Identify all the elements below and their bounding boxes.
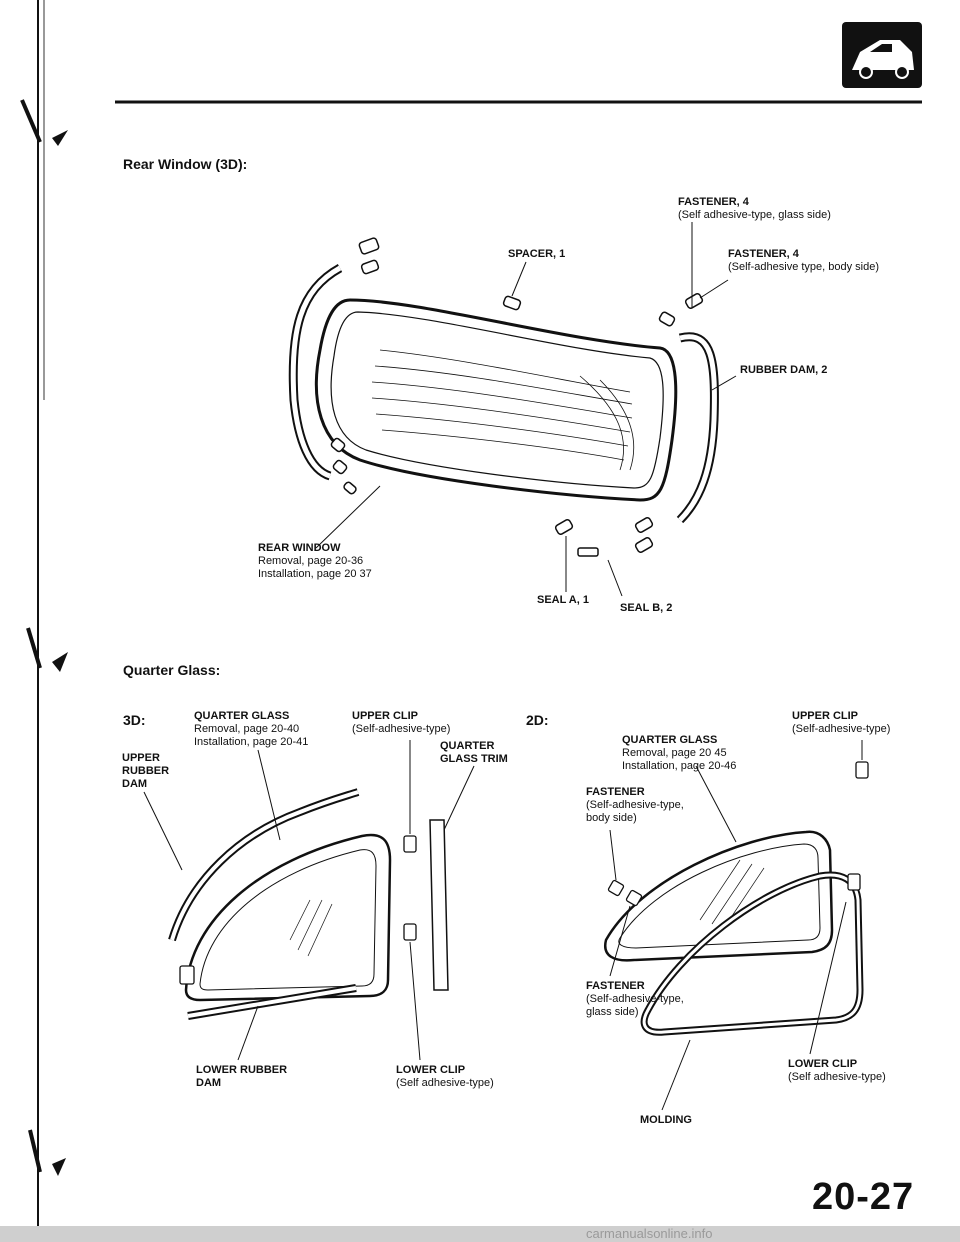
lower-clip-3d-note: (Self adhesive-type) [396, 1077, 494, 1089]
rear-window-label: REAR WINDOW Removal, page 20-36 Installa… [258, 542, 372, 581]
quarter-glass-2d-shape [603, 830, 834, 962]
fastener-2d-glass-name: FASTENER [586, 980, 645, 992]
upper-clip-2d-label: UPPER CLIP (Self-adhesive-type) [792, 710, 890, 736]
fastener-2d-body-note-2: body side) [586, 812, 637, 824]
fastener-2d-body-label: FASTENER (Self-adhesive-type, body side) [586, 786, 684, 825]
quarter-glass-2d-removal: Removal, page 20 45 [622, 747, 727, 759]
quarter-glass-3d-label: QUARTER GLASS Removal, page 20-40 Instal… [194, 710, 308, 749]
binder-arrow [52, 130, 68, 146]
upper-clip-3d-name: UPPER CLIP [352, 710, 419, 722]
watermark: carmanualsonline.info [586, 1226, 713, 1241]
lower-dam-line-1: LOWER RUBBER [196, 1064, 288, 1076]
fastener-2d-body-name: FASTENER [586, 786, 645, 798]
label-3d: 3D: [123, 712, 146, 728]
upper-clip-3d-note: (Self-adhesive-type) [352, 723, 451, 735]
binder-mark [20, 99, 42, 143]
quarter-2d-leader-lines [609, 740, 863, 1111]
car-icon [842, 22, 922, 88]
fastener-glass-side-name: FASTENER, 4 [678, 196, 749, 208]
upper-dam-line-3: DAM [122, 778, 148, 790]
lower-clip-2d-note: (Self adhesive-type) [788, 1071, 886, 1083]
quarter-3d-leader-lines [143, 740, 475, 1061]
quarter-glass-3d-shape [184, 833, 392, 1002]
seal-a-label: SEAL A, 1 [537, 594, 589, 606]
upper-clip-3d-label: UPPER CLIP (Self-adhesive-type) [352, 710, 450, 736]
lower-clip-3d-label: LOWER CLIP (Self adhesive-type) [396, 1064, 494, 1090]
rear-leader-lines [315, 222, 737, 597]
quarter-glass-3d-name: QUARTER GLASS [194, 710, 290, 722]
fastener-glass-side-note: (Self adhesive-type, glass side) [678, 209, 831, 221]
quarter-glass-section-title: Quarter Glass: [123, 662, 221, 678]
fastener-2d-glass-note-1: (Self-adhesive-type, [586, 993, 684, 1005]
quarter-glass-trim-shape [429, 819, 449, 991]
upper-rubber-dam-label: UPPER RUBBER DAM [122, 752, 169, 791]
quarter-glass-2d-label: QUARTER GLASS Removal, page 20 45 Instal… [622, 734, 736, 773]
upper-clip-2d-note: (Self-adhesive-type) [792, 723, 891, 735]
spacer-label: SPACER, 1 [508, 248, 566, 260]
fastener-2d-body-note-1: (Self-adhesive-type, [586, 799, 684, 811]
upper-dam-line-1: UPPER [122, 752, 160, 764]
fastener-body-side-label: FASTENER, 4 (Self-adhesive type, body si… [728, 248, 879, 274]
lower-clip-3d-name: LOWER CLIP [396, 1064, 466, 1076]
quarter-glass-2d-installation: Installation, page 20-46 [622, 760, 737, 772]
fastener-2d-glass-label: FASTENER (Self-adhesive-type, glass side… [586, 980, 684, 1019]
lower-clip-2d-name: LOWER CLIP [788, 1058, 858, 1070]
page-number: 20-27 [812, 1176, 915, 1218]
quarter-glass-2d-name: QUARTER GLASS [622, 734, 718, 746]
upper-dam-line-2: RUBBER [122, 765, 170, 777]
defroster-lines [371, 349, 635, 471]
lower-clip-2d-label: LOWER CLIP (Self adhesive-type) [788, 1058, 886, 1084]
rubber-dam-label: RUBBER DAM, 2 [740, 364, 828, 376]
binder-mark [28, 1129, 42, 1173]
lower-dam-line-2: DAM [196, 1077, 222, 1089]
fastener-2d-glass-note-2: glass side) [586, 1006, 639, 1018]
quarter-3d-clips [179, 835, 417, 985]
trim-line-1: QUARTER [440, 740, 495, 752]
binder-arrow [52, 652, 68, 672]
binder-arrow [52, 1158, 66, 1176]
lower-rubber-dam-label: LOWER RUBBER DAM [196, 1064, 287, 1090]
binder-mark [26, 627, 42, 669]
fastener-body-side-note: (Self-adhesive type, body side) [728, 261, 880, 273]
footer-stripe [0, 1226, 960, 1242]
label-2d: 2D: [526, 712, 549, 728]
upper-clip-2d-name: UPPER CLIP [792, 710, 859, 722]
fastener-glass-side-label: FASTENER, 4 (Self adhesive-type, glass s… [678, 196, 831, 222]
seal-b-label: SEAL B, 2 [620, 602, 673, 614]
rear-window-installation: Installation, page 20 37 [258, 568, 372, 580]
rear-window-section-title: Rear Window (3D): [123, 156, 248, 172]
quarter-glass-trim-label: QUARTER GLASS TRIM [440, 740, 508, 766]
rear-window-removal: Removal, page 20-36 [258, 555, 364, 567]
trim-line-2: GLASS TRIM [440, 753, 508, 765]
rear-window-name: REAR WINDOW [258, 542, 341, 554]
molding-label: MOLDING [640, 1114, 692, 1126]
rear-window-glass [314, 298, 678, 502]
quarter-2d-clips [607, 761, 869, 907]
fastener-body-side-name: FASTENER, 4 [728, 248, 799, 260]
quarter-glass-3d-installation: Installation, page 20-41 [194, 736, 309, 748]
quarter-glass-3d-removal: Removal, page 20-40 [194, 723, 300, 735]
